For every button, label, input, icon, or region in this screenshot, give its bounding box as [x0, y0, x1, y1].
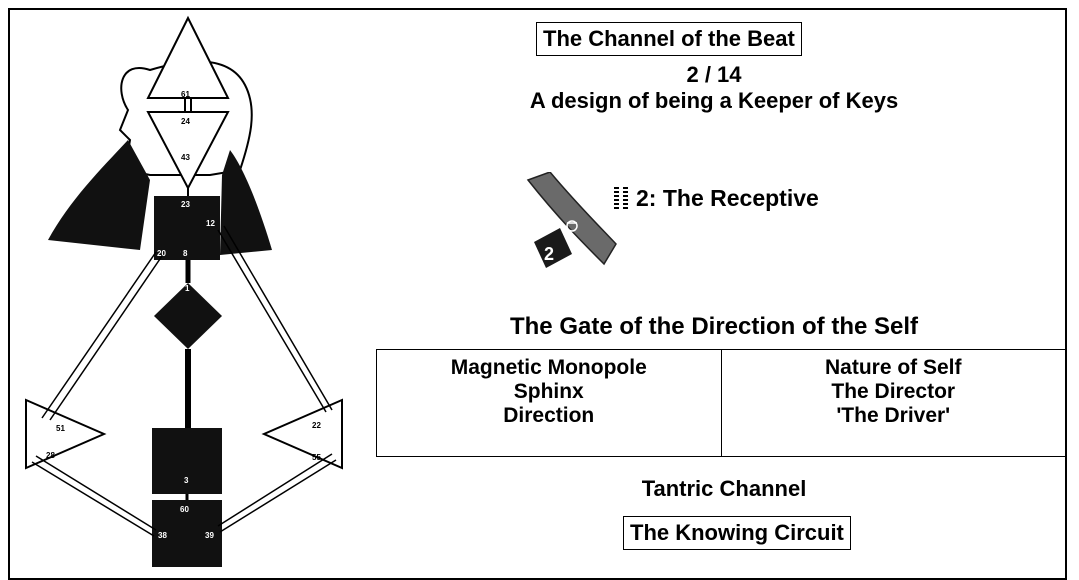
- channel-title: The Channel of the Beat: [536, 22, 802, 56]
- solar-plexus-center-triangle: [261, 398, 343, 470]
- gate-label: 2: The Receptive: [614, 183, 819, 213]
- ajna-center-triangle: [146, 111, 230, 191]
- gate-number-24: 24: [181, 117, 190, 126]
- gate-2-graphic: 2: [520, 171, 620, 287]
- planet-symbol: [566, 220, 578, 232]
- gate-number-60: 60: [180, 505, 189, 514]
- throat-center: [154, 196, 220, 260]
- keynote-left-2: Sphinx: [513, 380, 584, 403]
- gate-number-8: 8: [183, 249, 188, 258]
- gate-number: 2: [544, 244, 554, 264]
- gate-tab: [534, 228, 572, 268]
- gate-number-28: 28: [46, 451, 55, 460]
- channel-subtitle: A design of being a Keeper of Keys: [529, 88, 899, 113]
- gate-number-55: 55: [312, 453, 321, 462]
- keynote-table: Magnetic Monopole Sphinx Direction Natur…: [376, 349, 1066, 457]
- g-center-diamond: [154, 283, 222, 349]
- hexagram-2-icon: [614, 187, 628, 209]
- gate-label-text: 2: The Receptive: [636, 185, 819, 211]
- keynote-right-cell: Nature of Self The Director 'The Driver': [720, 350, 1066, 456]
- keynote-right-3: 'The Driver': [836, 404, 951, 427]
- gate-number-51: 51: [56, 424, 65, 433]
- spleen-center-triangle: [25, 398, 107, 470]
- gate-name: The Gate of the Direction of the Self: [509, 313, 919, 340]
- head-center-triangle: [146, 15, 230, 99]
- channel-numbers: 2 / 14: [686, 62, 742, 87]
- right-hair-shape: [220, 150, 272, 255]
- gate-number-1: 1: [185, 284, 190, 293]
- gate-number-3: 3: [184, 476, 189, 485]
- left-hair-shape: [48, 140, 150, 250]
- gate-number-20: 20: [157, 249, 166, 258]
- keynote-right-1: Nature of Self: [824, 356, 962, 379]
- gate-number-39: 39: [205, 531, 214, 540]
- root-center: [152, 500, 222, 567]
- circuit-box: The Knowing Circuit: [623, 516, 851, 550]
- gate-number-38: 38: [158, 531, 167, 540]
- sacral-center: [152, 428, 222, 494]
- gate-bar: [526, 171, 617, 266]
- body-graph-diagram: 61 24 43 23 12 20 8 1 51 22 28 55 3 60 3…: [25, 15, 343, 567]
- keynote-left-1: Magnetic Monopole: [450, 356, 647, 379]
- gate-number-12: 12: [206, 219, 215, 228]
- gate-number-23: 23: [181, 200, 190, 209]
- gate-number-61: 61: [181, 90, 190, 99]
- keynote-left-3: Direction: [503, 404, 595, 427]
- channel-type: Tantric Channel: [641, 476, 807, 501]
- keynote-left-cell: Magnetic Monopole Sphinx Direction: [377, 350, 721, 456]
- gate-number-43: 43: [181, 153, 190, 162]
- gate-number-22: 22: [312, 421, 321, 430]
- keynote-right-2: The Director: [831, 380, 956, 403]
